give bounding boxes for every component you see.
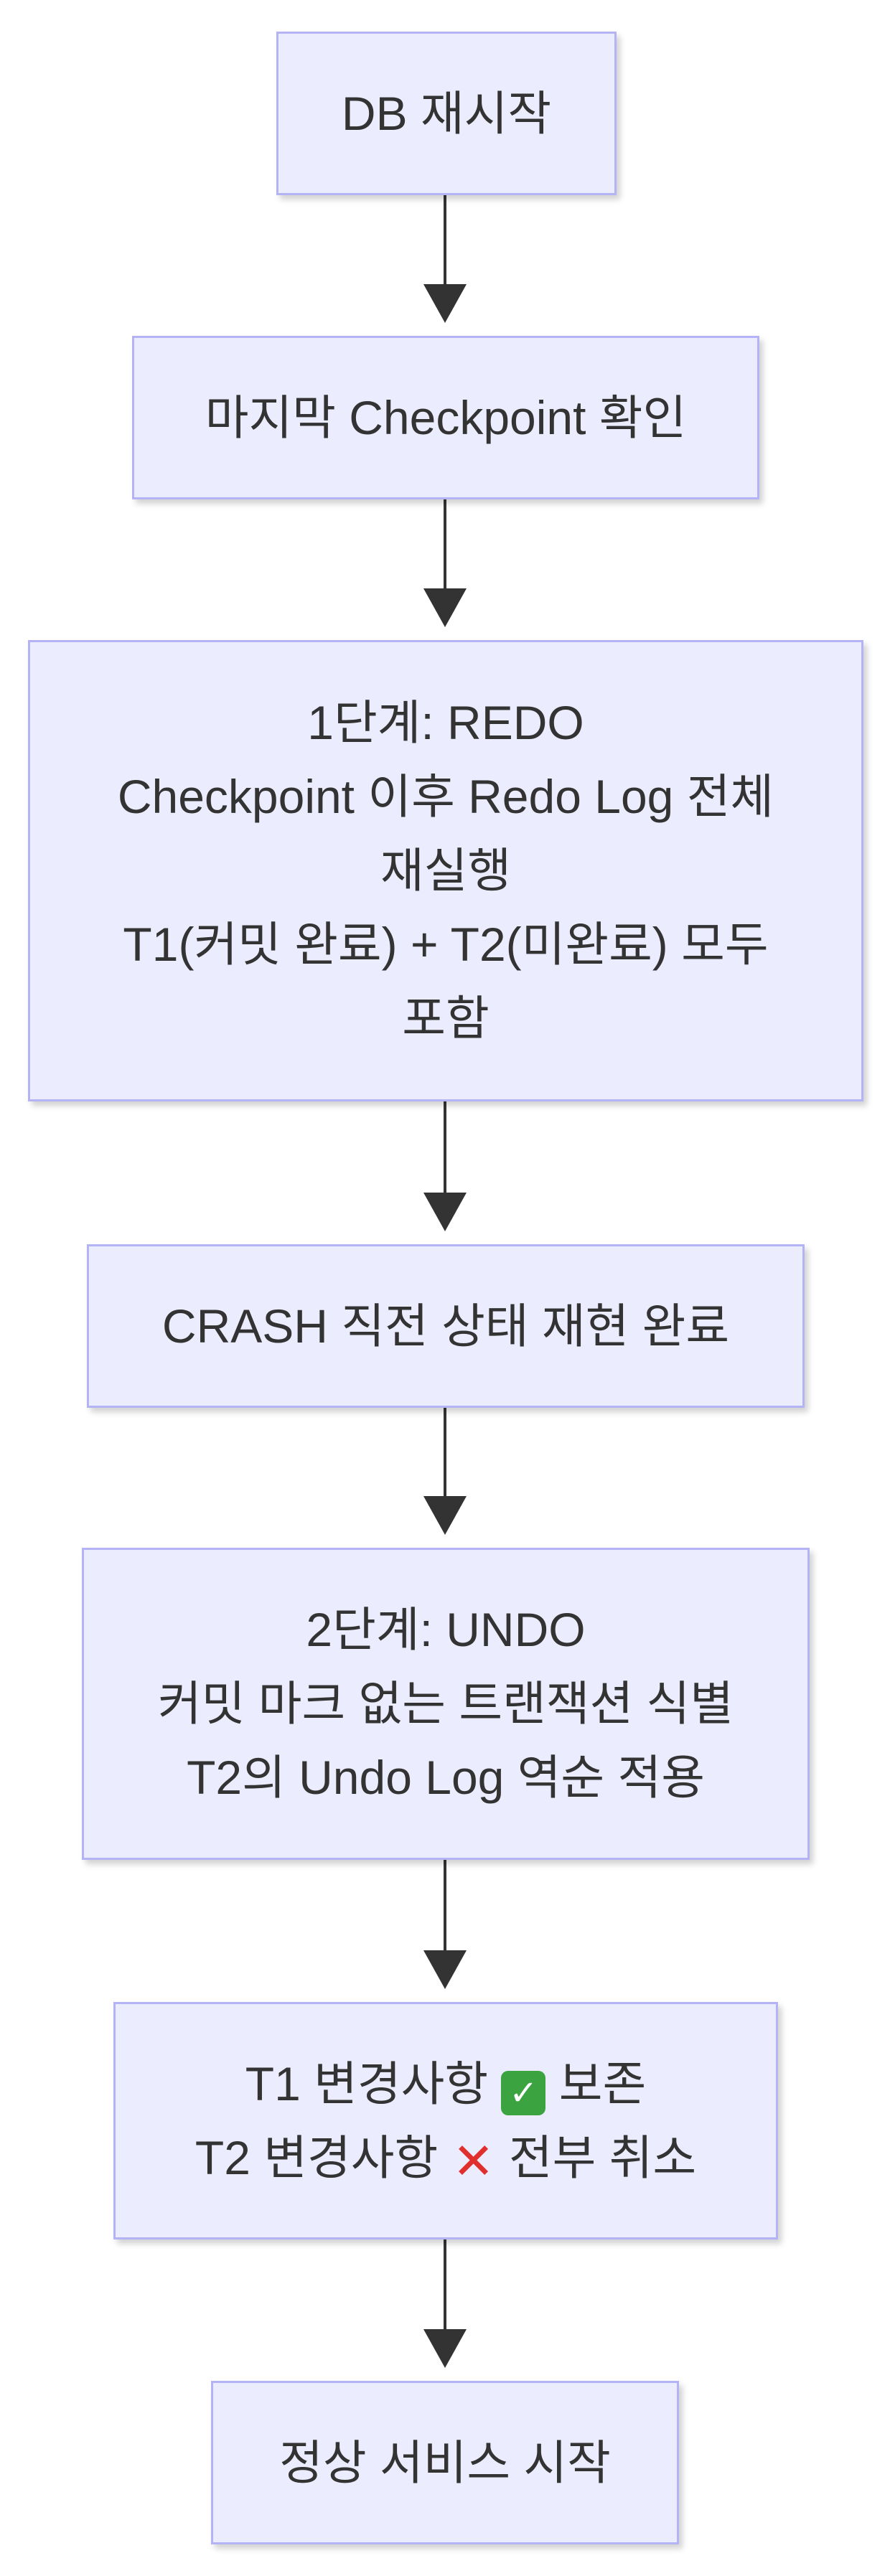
node-label: 정상 서비스 시작: [279, 2435, 611, 2489]
node-label: T2의 Undo Log 역순 적용: [187, 1751, 705, 1804]
cross-mark-icon: ✕: [452, 2131, 495, 2191]
node-redo-phase: 1단계: REDO Checkpoint 이후 Redo Log 전체 재실행 …: [28, 640, 863, 1101]
result-text: 전부 취소: [508, 2130, 697, 2184]
node-start-service: 정상 서비스 시작: [211, 2381, 679, 2544]
result-line-t1: T1 변경사항 ✓ 보존: [245, 2047, 646, 2121]
arrow-result-to-service: [423, 2239, 467, 2368]
arrow-restart-to-checkpoint: [423, 195, 467, 323]
node-label: 커밋 마크 없는 트랜잭션 식별: [158, 1677, 734, 1730]
check-mark-icon: ✓: [501, 2070, 546, 2115]
node-label: CRASH 직전 상태 재현 완료: [161, 1299, 730, 1353]
result-text: T2 변경사항: [195, 2130, 439, 2184]
node-transaction-result: T1 변경사항 ✓ 보존 T2 변경사항 ✕ 전부 취소: [113, 2002, 778, 2239]
result-text: 보존: [558, 2056, 647, 2110]
node-label: 2단계: UNDO: [306, 1603, 586, 1656]
node-crash-state-restored: CRASH 직전 상태 재현 완료: [87, 1244, 805, 1408]
arrow-redo-to-crash-state: [423, 1101, 467, 1231]
arrow-checkpoint-to-redo: [423, 499, 467, 627]
node-label: Checkpoint 이후 Redo Log 전체: [117, 770, 774, 823]
node-db-restart: DB 재시작: [276, 32, 617, 195]
node-label: 재실행: [380, 844, 512, 897]
node-undo-phase: 2단계: UNDO 커밋 마크 없는 트랜잭션 식별 T2의 Undo Log …: [82, 1548, 810, 1860]
node-label: DB 재시작: [341, 86, 552, 140]
result-line-t2: T2 변경사항 ✕ 전부 취소: [195, 2121, 696, 2195]
arrow-crash-state-to-undo: [423, 1408, 467, 1535]
node-label: 포함: [402, 992, 490, 1045]
node-label: 1단계: REDO: [307, 696, 584, 749]
arrow-undo-to-result: [423, 1860, 467, 1989]
node-label: T1(커밋 완료) + T2(미완료) 모두: [123, 918, 769, 971]
result-text: T1 변경사항: [245, 2056, 489, 2110]
node-label: 마지막 Checkpoint 확인: [205, 390, 687, 444]
node-check-checkpoint: 마지막 Checkpoint 확인: [132, 336, 759, 499]
